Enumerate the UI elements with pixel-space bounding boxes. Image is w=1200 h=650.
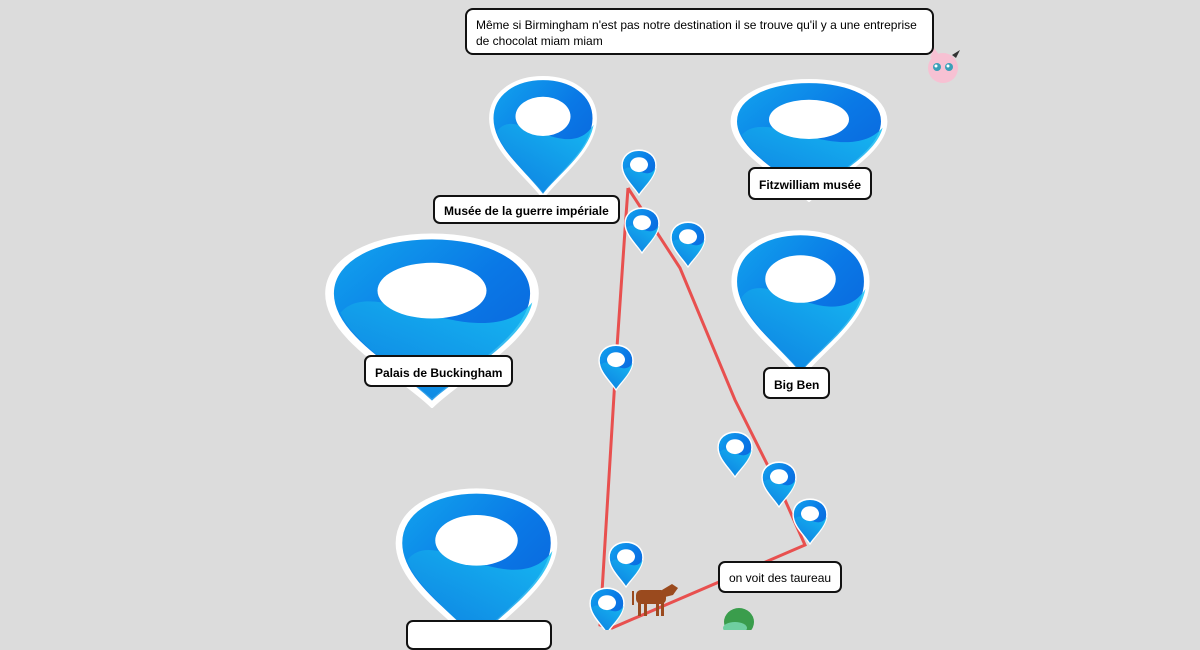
map-pin-icon[interactable] [608,541,644,588]
landmark-label-fitzwilliam[interactable]: Fitzwilliam musée [748,167,873,200]
map-canvas[interactable] [0,0,1200,630]
map-pin-icon[interactable] [792,498,828,545]
map-pin-icon[interactable] [598,344,634,391]
map-pin-icon[interactable] [624,207,660,254]
landmark-label-buckingham[interactable]: Palais de Buckingham [364,355,514,387]
route-line [598,187,807,630]
bulbasaur-icon [723,608,754,630]
landmark-label-imperial-war-museum[interactable]: Musée de la guerre impériale [433,195,620,224]
map-pin-icon[interactable] [761,461,797,508]
callout-bulls: on voit des taureau [718,561,843,593]
landmark-label-big-ben[interactable]: Big Ben [763,367,831,399]
jigglypuff-icon [928,48,960,83]
map-pin-icon[interactable] [491,78,594,196]
map-pin-icon[interactable] [399,491,554,630]
landmark-label-bottom[interactable] [406,620,552,650]
map-pin-icon[interactable] [717,431,753,478]
cow-icon [632,584,678,616]
map-pin-icon[interactable] [734,233,867,376]
note-text: Même si Birmingham n'est pas notre desti… [476,18,917,48]
note-bubble: Même si Birmingham n'est pas notre desti… [465,8,934,55]
